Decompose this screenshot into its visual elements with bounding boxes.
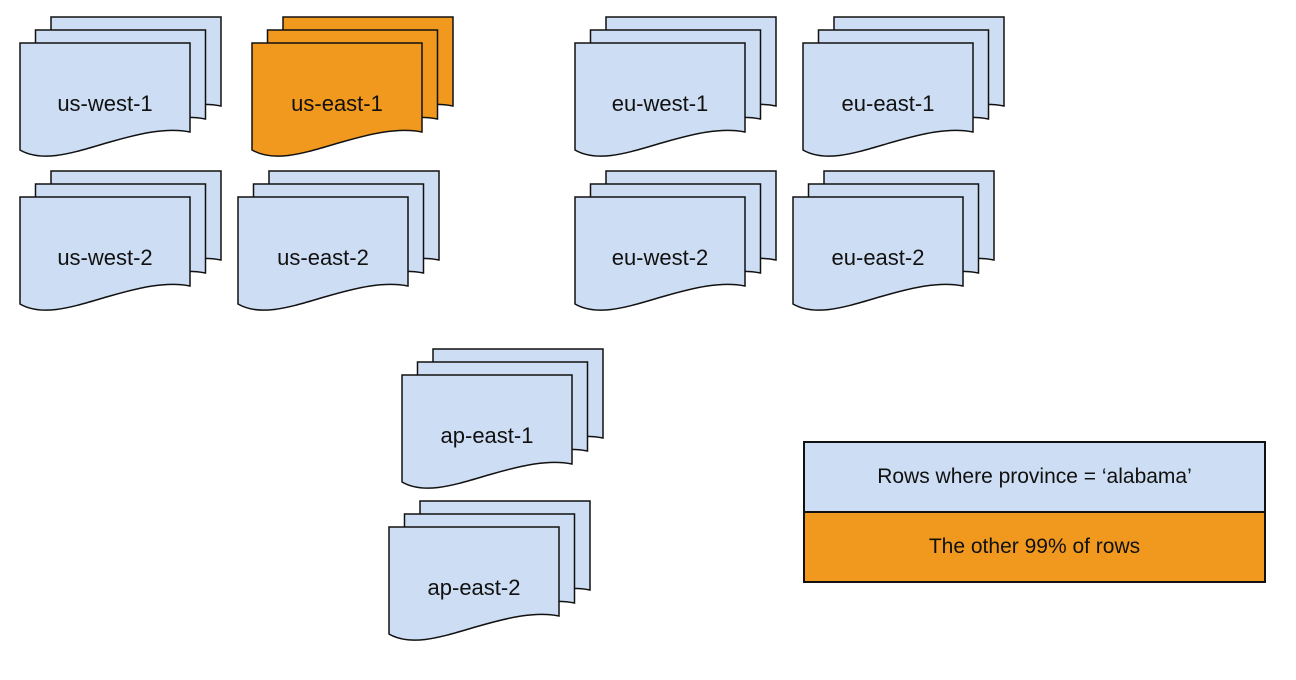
region-label: us-west-2 bbox=[57, 245, 152, 270]
region-stack-us-east-1: us-east-1 bbox=[251, 16, 455, 164]
legend-item-other-label: The other 99% of rows bbox=[928, 535, 1141, 558]
region-stack-us-west-2: us-west-2 bbox=[19, 170, 223, 318]
legend-item-other-rows: The other 99% of rows bbox=[805, 511, 1264, 581]
region-label: us-east-2 bbox=[277, 245, 369, 270]
legend: Rows where province = ‘alabama’ The othe… bbox=[803, 441, 1266, 583]
region-stack-ap-east-1: ap-east-1 bbox=[401, 348, 605, 496]
region-stack-eu-east-1: eu-east-1 bbox=[802, 16, 1006, 164]
region-label: us-west-1 bbox=[57, 91, 152, 116]
region-stack-us-east-2: us-east-2 bbox=[237, 170, 441, 318]
region-label: eu-east-2 bbox=[832, 245, 925, 270]
region-label: us-east-1 bbox=[291, 91, 383, 116]
legend-item-alabama-label: Rows where province = ‘alabama’ bbox=[877, 465, 1192, 488]
region-stack-ap-east-2: ap-east-2 bbox=[388, 500, 592, 648]
region-label: ap-east-1 bbox=[441, 423, 534, 448]
region-stack-eu-west-1: eu-west-1 bbox=[574, 16, 778, 164]
region-label: eu-west-2 bbox=[612, 245, 709, 270]
legend-item-alabama-rows: Rows where province = ‘alabama’ bbox=[805, 443, 1264, 511]
region-label: ap-east-2 bbox=[428, 575, 521, 600]
region-stack-eu-west-2: eu-west-2 bbox=[574, 170, 778, 318]
region-label: eu-east-1 bbox=[842, 91, 935, 116]
region-stack-us-west-1: us-west-1 bbox=[19, 16, 223, 164]
region-stack-eu-east-2: eu-east-2 bbox=[792, 170, 996, 318]
region-label: eu-west-1 bbox=[612, 91, 709, 116]
